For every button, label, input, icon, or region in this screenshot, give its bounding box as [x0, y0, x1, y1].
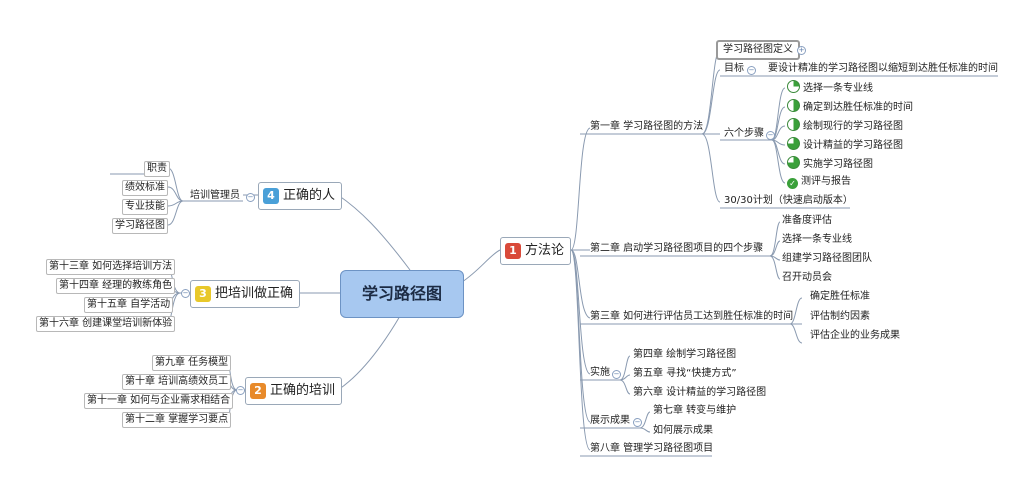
step-item[interactable]: 确定到达胜任标准的时间: [785, 99, 915, 115]
people-sub-topic[interactable]: 培训管理员: [190, 190, 240, 201]
plan-topic[interactable]: 30/30计划（快速启动版本）: [724, 195, 853, 206]
step-item[interactable]: 绘制现行的学习路径图: [785, 118, 905, 134]
branch-people-label: 正确的人: [283, 188, 336, 203]
step-item[interactable]: 设计精益的学习路径图: [785, 137, 905, 153]
definition-topic[interactable]: 学习路径图定义: [716, 40, 800, 60]
people-item[interactable]: 职责: [144, 161, 170, 177]
ch3-item[interactable]: 评估制约因素: [810, 311, 870, 322]
progress-half-icon: [787, 99, 800, 112]
make-item[interactable]: 第十六章 创建课堂培训新体验: [36, 316, 176, 332]
priority-4-icon: 4: [263, 188, 279, 204]
training-item[interactable]: 第十二章 掌握学习要点: [122, 412, 232, 428]
branch-method[interactable]: 1 方法论: [500, 237, 572, 265]
ch1-topic[interactable]: 第一章 学习路径图的方法: [590, 121, 704, 132]
collapse-icon[interactable]: −: [766, 131, 775, 140]
collapse-icon[interactable]: −: [633, 418, 642, 427]
training-item[interactable]: 第十一章 如何与企业需求相结合: [84, 393, 234, 409]
branch-make[interactable]: 3 把培训做正确: [190, 280, 301, 308]
priority-1-icon: 1: [505, 243, 521, 259]
ch2-item[interactable]: 准备度评估: [782, 215, 832, 226]
ch2-item[interactable]: 选择一条专业线: [782, 234, 852, 245]
impl-item[interactable]: 第五章 寻找“快捷方式”: [633, 368, 737, 379]
progress-half-icon: [787, 118, 800, 131]
ch3-topic[interactable]: 第三章 如何进行评估员工达到胜任标准的时间: [590, 311, 794, 322]
goal-topic[interactable]: 目标: [724, 63, 744, 74]
collapse-icon[interactable]: +: [797, 46, 806, 55]
checkmark-icon: ✓: [787, 178, 798, 189]
impl-topic[interactable]: 实施: [590, 367, 610, 378]
branch-training-label: 正确的培训: [270, 383, 336, 398]
people-item[interactable]: 学习路径图: [112, 218, 168, 234]
make-item[interactable]: 第十三章 如何选择培训方法: [46, 259, 176, 275]
collapse-icon[interactable]: −: [747, 66, 756, 75]
show-topic[interactable]: 展示成果: [590, 415, 630, 426]
training-item[interactable]: 第十章 培训高绩效员工: [122, 374, 232, 390]
impl-item[interactable]: 第四章 绘制学习路径图: [633, 349, 737, 360]
impl-item[interactable]: 第六章 设计精益的学习路径图: [633, 387, 767, 398]
branch-training[interactable]: 2 正确的培训: [245, 377, 343, 405]
root-topic[interactable]: 学习路径图: [340, 270, 464, 318]
ch3-item[interactable]: 评估企业的业务成果: [810, 330, 900, 341]
branch-people[interactable]: 4 正确的人: [258, 182, 343, 210]
priority-2-icon: 2: [250, 383, 266, 399]
ch3-item[interactable]: 确定胜任标准: [810, 291, 870, 302]
ch2-topic[interactable]: 第二章 启动学习路径图项目的四个步骤: [590, 243, 764, 254]
ch8-topic[interactable]: 第八章 管理学习路径图项目: [590, 443, 714, 454]
progress-quarter-icon: [787, 80, 800, 93]
branch-make-label: 把培训做正确: [215, 286, 294, 301]
collapse-icon[interactable]: −: [612, 370, 621, 379]
collapse-icon[interactable]: −: [181, 289, 190, 298]
step-item[interactable]: ✓测评与报告: [785, 175, 853, 189]
progress-three-quarter-icon: [787, 156, 800, 169]
people-item[interactable]: 绩效标准: [122, 180, 168, 196]
collapse-icon[interactable]: −: [246, 193, 255, 202]
ch2-item[interactable]: 组建学习路径图团队: [782, 253, 872, 264]
step-item[interactable]: 实施学习路径图: [785, 156, 875, 172]
branch-method-label: 方法论: [525, 243, 565, 258]
make-item[interactable]: 第十四章 经理的教练角色: [56, 278, 176, 294]
collapse-icon[interactable]: −: [236, 386, 245, 395]
training-item[interactable]: 第九章 任务模型: [152, 355, 232, 371]
show-item[interactable]: 如何展示成果: [653, 425, 713, 436]
people-item[interactable]: 专业技能: [122, 199, 168, 215]
ch2-item[interactable]: 召开动员会: [782, 272, 832, 283]
step-item[interactable]: 选择一条专业线: [785, 80, 875, 96]
make-item[interactable]: 第十五章 自学活动: [84, 297, 174, 313]
progress-three-quarter-icon: [787, 137, 800, 150]
goal-text[interactable]: 要设计精准的学习路径图以缩短到达胜任标准的时间: [768, 63, 998, 74]
steps-topic[interactable]: 六个步骤: [724, 128, 764, 139]
show-item[interactable]: 第七章 转变与维护: [653, 405, 737, 416]
priority-3-icon: 3: [195, 286, 211, 302]
